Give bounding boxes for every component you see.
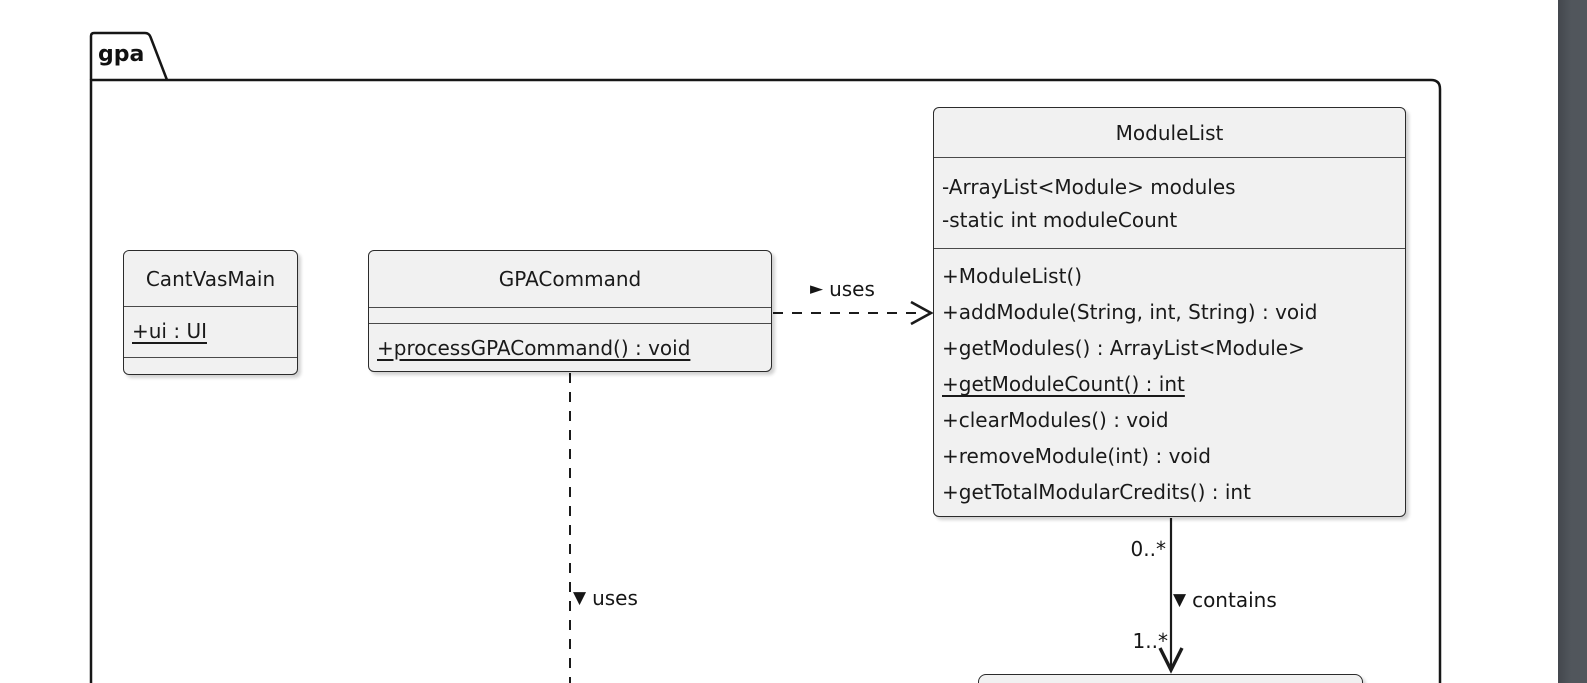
method-line: +getModules() : ArrayList<Module> [942,336,1305,360]
class-box-cantvasmain: CantVasMain +ui : UI [123,250,298,375]
contains-arrowhead-icon [1158,647,1184,674]
method-line: +getTotalModularCredits() : int [942,480,1251,504]
uses-label-text: uses [829,277,875,301]
fields-compartment: +ui : UI [124,306,297,357]
arrow-down-icon: ▼ [573,587,587,608]
multiplicity-source: 0..* [1130,537,1166,561]
method-line: +ModuleList() [942,264,1083,288]
field-line: +ui : UI [132,319,207,343]
class-box-gpacommand: GPACommand +processGPACommand() : void [368,250,772,372]
field-line: -static int moduleCount [942,208,1178,232]
method-line: +getModuleCount() : int [942,372,1185,396]
arrow-down-icon: ▼ [1173,589,1187,610]
uses-label-text: uses [592,586,638,610]
fields-compartment [369,307,771,323]
class-box-modulelist: ModuleList -ArrayList<Module> modules -s… [933,107,1406,517]
uses-arrowhead-icon [910,300,934,326]
class-box-partial [978,674,1363,683]
package-outline [89,78,1442,683]
class-title: CantVasMain [145,266,276,291]
methods-compartment: +ModuleList() +addModule(String, int, St… [934,248,1405,516]
package-name: gpa [98,42,145,67]
method-line: +clearModules() : void [942,408,1169,432]
arrow-right-icon: ► [810,278,824,299]
method-line: +removeModule(int) : void [942,444,1211,468]
uses-label-vertical: ▼uses [573,586,638,610]
field-line: -ArrayList<Module> modules [942,175,1236,199]
uses-label-horizontal: ►uses [810,277,875,301]
class-title: GPACommand [498,267,642,291]
contains-label-text: contains [1192,588,1277,612]
package-tab [89,31,169,81]
class-title: ModuleList [1115,120,1224,145]
method-line: +processGPACommand() : void [377,335,691,360]
method-line: +addModule(String, int, String) : void [942,300,1318,324]
fields-compartment: -ArrayList<Module> modules -static int m… [934,157,1405,248]
contains-label: ▼contains [1173,588,1277,612]
methods-compartment: +processGPACommand() : void [369,323,771,371]
methods-compartment [124,357,297,374]
right-edge-dark-panel [1558,0,1587,683]
multiplicity-target: 1..* [1132,629,1168,653]
